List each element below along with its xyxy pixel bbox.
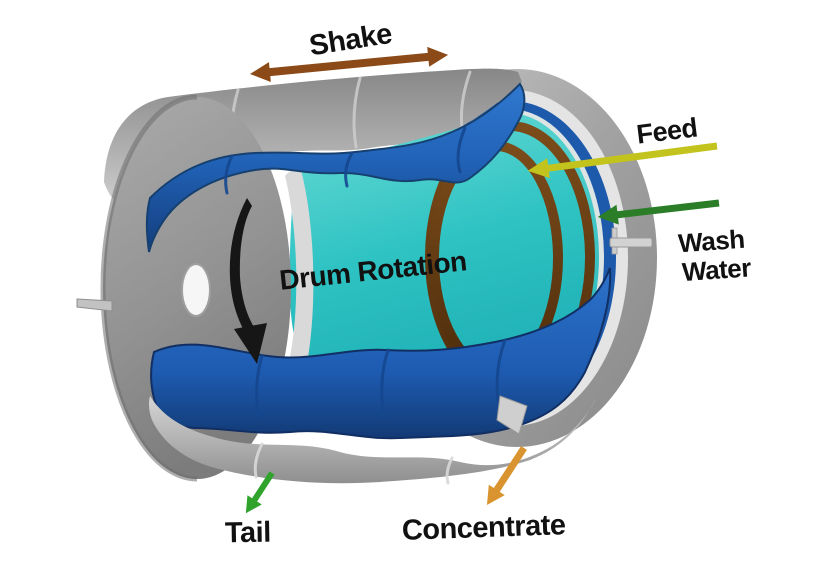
wash-water-label-line1: Wash	[677, 224, 745, 259]
feed-label: Feed	[635, 112, 699, 149]
scroll-ribs-top	[224, 126, 467, 195]
shell-cut-flap	[496, 395, 528, 435]
tail-arrow	[245, 471, 275, 514]
wash-water-arrow	[597, 199, 720, 225]
feed-arrow	[527, 142, 718, 179]
concentrate-arrow	[486, 446, 527, 506]
tail-label: Tail	[225, 517, 271, 550]
wash-water-label: Wash Water	[677, 224, 752, 287]
scroll-wave-bottom	[150, 267, 612, 440]
scroll-ribs-bottom	[255, 338, 507, 420]
concentrate-label: Concentrate	[401, 509, 566, 547]
scroll-wave-top	[145, 82, 526, 253]
shell-bottom-seams	[253, 442, 454, 485]
shake-label: Shake	[307, 18, 394, 63]
wash-water-label-line2: Water	[681, 252, 752, 287]
end-cap-edge-shadow	[100, 94, 198, 482]
shake-arrow	[250, 46, 449, 83]
shell-bottom-band	[148, 396, 597, 484]
drum-rotation-arrow	[229, 198, 267, 364]
axle-hole	[181, 263, 211, 317]
axle-stub-left	[76, 298, 113, 312]
hub-lip-highlight	[285, 169, 314, 371]
wash-water-pipe	[609, 227, 653, 255]
